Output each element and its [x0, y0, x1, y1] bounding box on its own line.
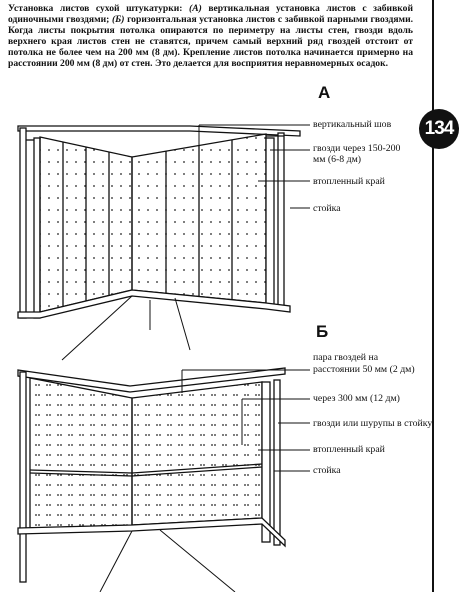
page-number-badge: 134 — [419, 109, 459, 149]
label-vertical-seam: вертикальный шов — [313, 119, 392, 130]
label-nail-pair-line2: расстоянии 50 мм (2 дм) — [313, 364, 415, 375]
label-recessed-edge-b: втопленный край — [313, 444, 385, 455]
caption-part-b: горизонтальная установка листов с забивк… — [8, 14, 413, 70]
figure-b-diagram — [17, 367, 286, 592]
label-nail-spacing-line2: мм (6-8 дм) — [313, 154, 362, 165]
label-nails-or-screws: гвозди или шурупы в стойку — [313, 418, 433, 429]
label-stud-b: стойка — [313, 465, 341, 476]
label-recessed-edge-a: втопленный край — [313, 176, 385, 187]
figure-a-diagram — [17, 125, 301, 361]
page-edge-line — [432, 0, 434, 592]
figure-a-letter: А — [318, 83, 331, 102]
caption-lead: Установка листов сухой штукатурки: — [8, 3, 183, 14]
label-nail-pair-line1: пара гвоздей на — [313, 352, 379, 363]
figure-a-leaders — [198, 124, 310, 209]
caption-marker-b: (Б) — [111, 14, 125, 26]
label-spacing-300: через 300 мм (12 дм) — [313, 393, 400, 404]
figure-b-leaders — [181, 369, 310, 472]
label-stud-a: стойка — [313, 203, 341, 214]
figure-b-letter: Б — [316, 322, 329, 341]
caption-marker-a: (А) — [189, 3, 202, 14]
label-nail-spacing-line1: гвозди через 150-200 — [313, 143, 401, 154]
caption-part-a: вертикальная установка листов с забивкой… — [8, 3, 413, 26]
figure-caption: Установка листов сухой штукатурки: (А) в… — [8, 3, 413, 70]
